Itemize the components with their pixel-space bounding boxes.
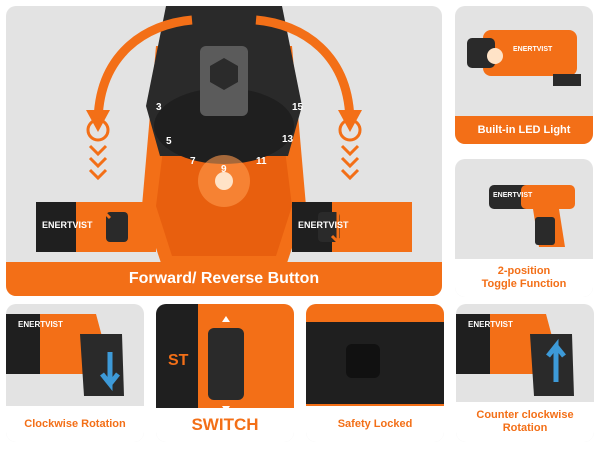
brand-label: ENERTVIST — [468, 320, 513, 329]
led-light-panel: ENERTVIST Built-in LED Light — [455, 6, 593, 144]
toggle-function-caption: 2-position Toggle Function — [455, 259, 593, 297]
dial-number: 15 — [292, 102, 304, 113]
forward-reverse-caption: Forward/ Reverse Button — [6, 262, 442, 296]
clockwise-rotation-caption: Clockwise Rotation — [6, 406, 144, 442]
dial-number: 3 — [156, 102, 162, 113]
safety-locked-caption: Safety Locked — [306, 406, 444, 442]
switch-closeup-illustration — [156, 304, 294, 414]
dial-number: 11 — [256, 156, 267, 167]
brand-label: ENERTVIST — [513, 46, 553, 53]
dial-number: 9 — [221, 164, 227, 175]
caption-line: Toggle Function — [481, 278, 567, 290]
clockwise-rotation-panel: ENERTVIST Clockwise Rotation — [6, 304, 144, 442]
dial-number: 5 — [166, 136, 172, 147]
led-light-caption: Built-in LED Light — [455, 116, 593, 144]
dial-number: 13 — [282, 134, 294, 145]
brand-label: ENERTVIST — [493, 192, 533, 199]
brand-label: ENERTVIST — [18, 320, 63, 329]
caption-line: Rotation — [502, 422, 548, 434]
toggle-function-panel: ENERTVIST 2-position Toggle Function — [455, 159, 593, 297]
brand-fragment-label: ST — [168, 352, 189, 369]
caption-line: 2-position — [497, 265, 551, 278]
main-feature-panel: 3 5 7 9 11 13 15 ENERTVIST ENERTVIST For… — [6, 6, 442, 296]
caption-line: Counter clockwise — [476, 409, 574, 422]
brand-label: ENERTVIST — [42, 220, 93, 230]
safety-locked-panel: Safety Locked — [306, 304, 444, 442]
brand-label: ENERTVIST — [298, 220, 349, 230]
counter-clockwise-panel: ENERTVIST Counter clockwise Rotation — [456, 304, 594, 442]
pistol-grip-illustration — [489, 185, 575, 247]
switch-caption: SWITCH — [156, 408, 294, 442]
drill-top-view-illustration — [36, 6, 412, 266]
counter-clockwise-caption: Counter clockwise Rotation — [456, 402, 594, 442]
switch-panel: ST SWITCH — [156, 304, 294, 442]
led-drill-illustration — [467, 30, 581, 86]
clockwise-drill-illustration — [6, 314, 124, 396]
dial-number: 7 — [190, 156, 196, 167]
counter-clockwise-drill-illustration — [456, 314, 574, 396]
